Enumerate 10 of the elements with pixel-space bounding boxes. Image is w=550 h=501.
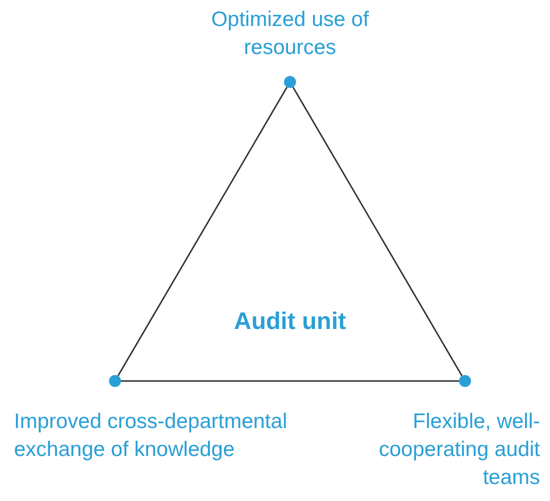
vertex-dot: [459, 375, 471, 387]
vertex-label: Optimized use of resources: [210, 7, 370, 61]
triangle-side-line: [121, 380, 459, 382]
vertex-label: Flexible, well-cooperating audit teams: [378, 409, 540, 491]
vertex-dot: [284, 76, 296, 88]
triangle-side-line: [292, 86, 463, 376]
vertex-label: Improved cross-departmental exchange of knowledge: [14, 409, 288, 463]
center-label: Audit unit: [233, 308, 347, 336]
triangle-side-line: [117, 86, 288, 376]
vertex-dot: [109, 375, 121, 387]
